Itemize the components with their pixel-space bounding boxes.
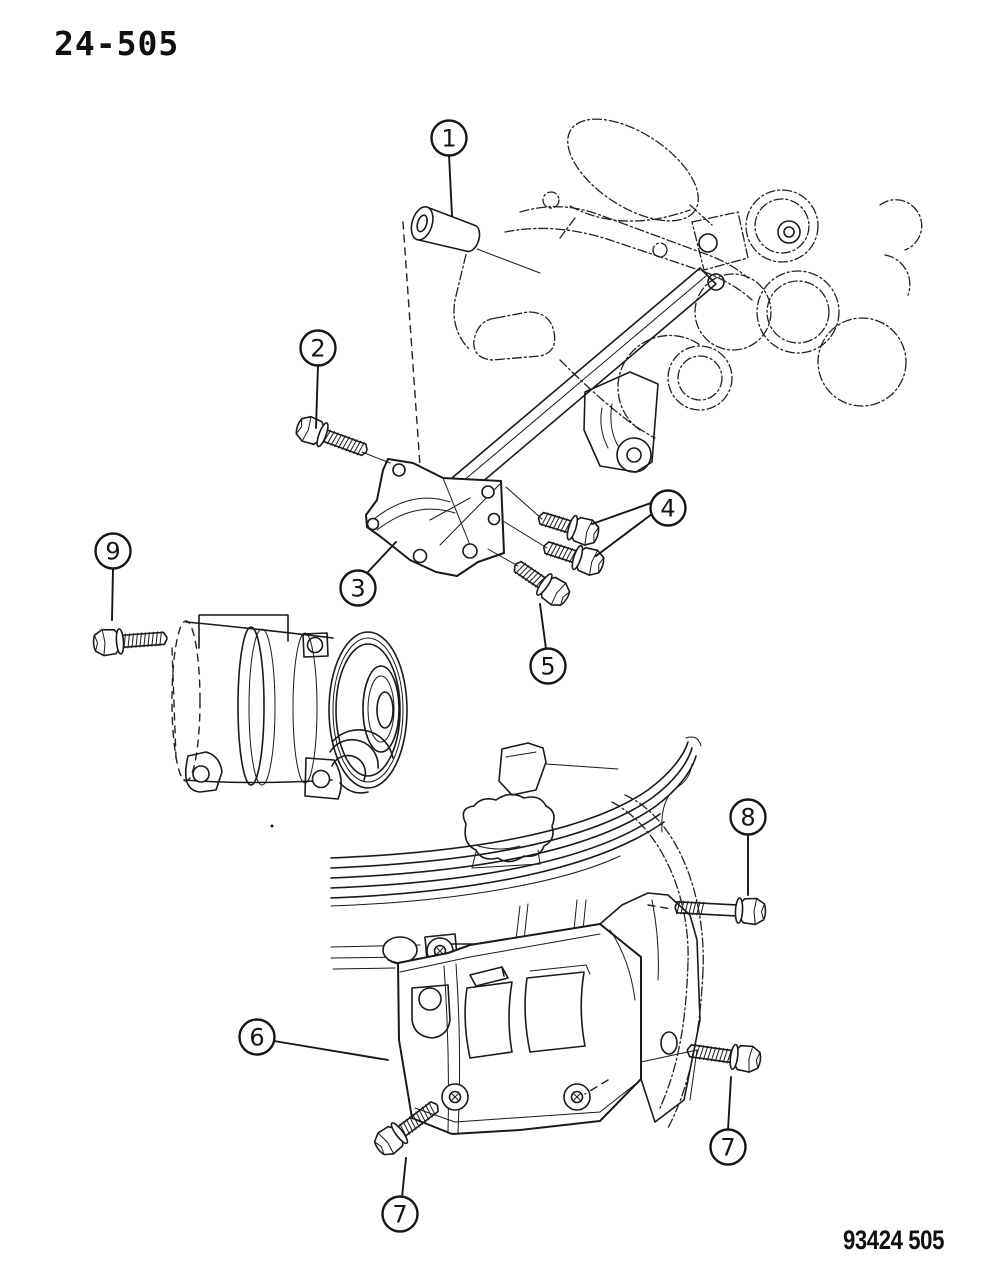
bolt-4a [535, 505, 601, 548]
callout-2-label: 2 [310, 335, 325, 363]
callout-7-right-label: 7 [720, 1134, 735, 1162]
bolt-5 [508, 554, 574, 610]
callout-6-circle [238, 1018, 276, 1056]
callout-3: 3 [339, 569, 377, 607]
callout-7-left-circle [381, 1195, 419, 1233]
callout-3-label: 3 [350, 575, 365, 603]
callout-7-left: 7 [381, 1195, 419, 1233]
callout-7-right: 7 [709, 1128, 747, 1166]
callout-8: 8 [729, 798, 767, 836]
callout-5: 5 [529, 647, 567, 685]
callout-7-left-label: 7 [392, 1201, 407, 1229]
callout-1: 1 [430, 119, 468, 157]
callout-6-label: 6 [249, 1024, 264, 1052]
callout-9-label: 9 [105, 538, 120, 566]
callout-2: 2 [299, 329, 337, 367]
callout-2-circle [299, 329, 337, 367]
drawing-number: 93424 505 [843, 1225, 944, 1255]
bolt-8 [674, 894, 766, 925]
spacer-drawing [402, 206, 541, 467]
callout-4-label: 4 [660, 495, 675, 523]
callout-5-label: 5 [540, 653, 555, 681]
leader-lines [111, 154, 749, 1198]
callout-3-circle [339, 569, 377, 607]
bolt-2 [293, 413, 371, 463]
engine-assembly-drawing [451, 118, 923, 495]
callout-8-circle [729, 798, 767, 836]
callout-9-circle [94, 532, 132, 570]
figure-code: 24-505 [54, 24, 180, 63]
callout-4-circle [649, 489, 687, 527]
mounting-bracket-drawing [361, 451, 548, 577]
callout-4: 4 [649, 489, 687, 527]
callout-8-label: 8 [740, 804, 755, 832]
callout-1-circle [430, 119, 468, 157]
bolt-7b [686, 1037, 762, 1073]
bolt-9 [93, 625, 168, 656]
callout-5-circle [529, 647, 567, 685]
callout-9: 9 [94, 532, 132, 570]
callout-1-label: 1 [441, 125, 456, 153]
callout-7-right-circle [709, 1128, 747, 1166]
callout-markers: 1 2 3 4 5 6 7 [94, 119, 767, 1233]
compressor-drawing [171, 614, 408, 828]
lower-engine-drawing [329, 728, 704, 1135]
callout-6: 6 [238, 1018, 276, 1056]
